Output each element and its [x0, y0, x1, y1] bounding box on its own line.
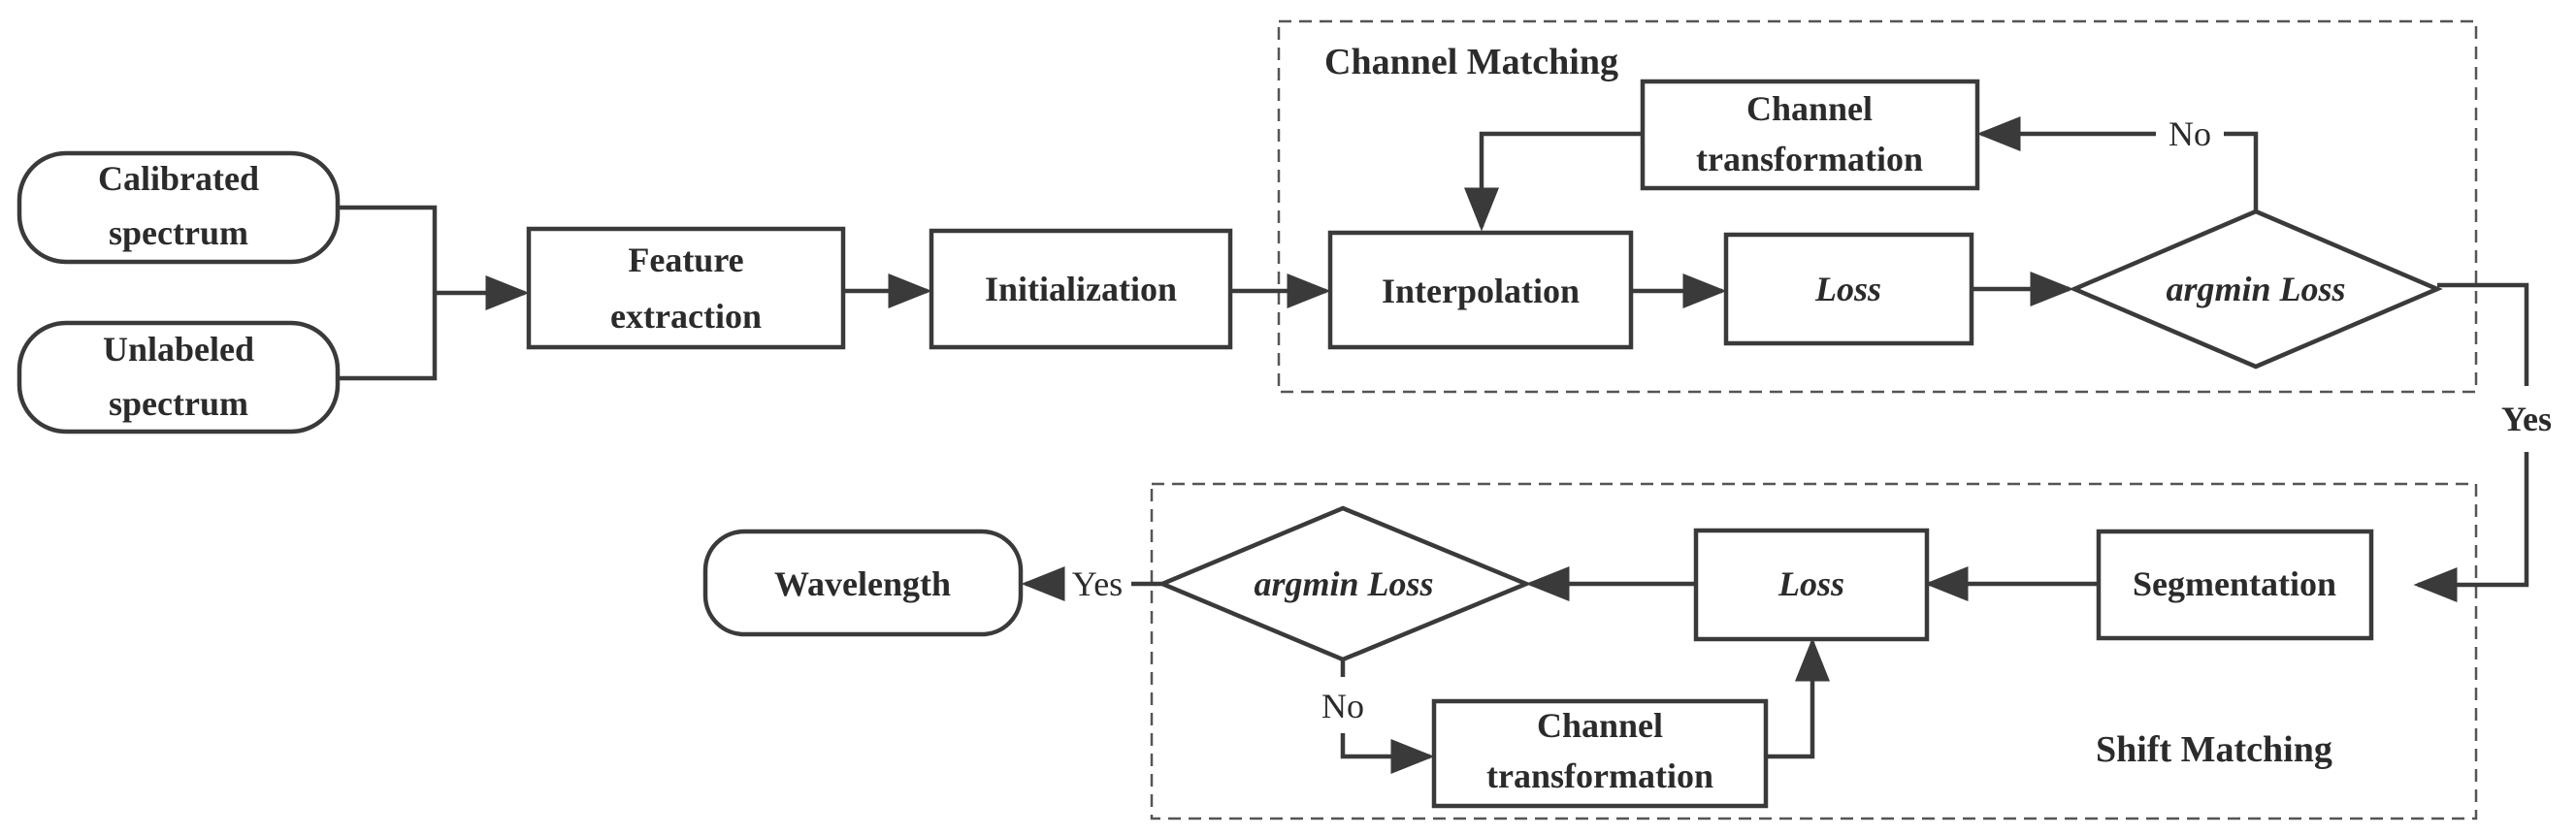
loss-node-bottom: Loss	[1693, 528, 1930, 642]
edge-yes-to-segmentation	[2413, 452, 2529, 602]
edge-channel-transformation-to-loss	[1766, 637, 1830, 759]
edge-argmin-no-to-channel-transformation	[2224, 131, 2259, 211]
edge-unlabeled-to-merge	[338, 293, 438, 381]
segmentation-text: Segmentation	[2133, 564, 2336, 603]
unlabeled-spectrum-line-2: spectrum	[109, 384, 248, 423]
edge-calibrated-to-merge	[338, 205, 438, 293]
loss-top-text: Loss	[1814, 270, 1881, 308]
channel-transformation-top-line-1: Channel	[1746, 89, 1873, 128]
channel-transformation-node-top: Channel transformation	[1640, 79, 1980, 191]
channel-transformation-node-bottom: Channel transformation	[1431, 698, 1769, 809]
channel-matching-label: Channel Matching	[1324, 42, 1618, 82]
edge-argmin-yes-to-segmentation	[2437, 282, 2529, 386]
channel-transformation-bottom-line-2: transformation	[1486, 756, 1713, 795]
channel-transformation-bottom-line-1: Channel	[1537, 706, 1663, 745]
wavelength-text: Wavelength	[774, 564, 951, 603]
channel-transformation-top-line-2: transformation	[1696, 140, 1923, 178]
segmentation-node: Segmentation	[2096, 529, 2374, 641]
initialization-node: Initialization	[929, 228, 1233, 350]
unlabeled-spectrum-line-1: Unlabeled	[103, 330, 254, 369]
channel-matching-group	[1277, 19, 2478, 394]
argmin-loss-decision-top: argmin Loss	[2069, 209, 2443, 370]
argmin-top-text: argmin Loss	[2166, 270, 2345, 308]
interpolation-text: Interpolation	[1382, 272, 1580, 310]
edge-channel-transformation-to-interpolation	[1464, 131, 1643, 232]
yes-label-right: Yes	[2501, 400, 2552, 438]
calibrated-spectrum-node: Calibrated spectrum	[16, 150, 341, 265]
no-label-bottom: No	[1321, 687, 1364, 725]
wavelength-node: Wavelength	[702, 529, 1024, 637]
feature-extraction-node: Feature extraction	[526, 226, 846, 350]
calibrated-spectrum-line-2: spectrum	[109, 213, 248, 252]
interpolation-node: Interpolation	[1327, 230, 1634, 350]
calibrated-spectrum-line-1: Calibrated	[98, 159, 259, 198]
loss-node-top: Loss	[1723, 232, 1974, 346]
no-label-top: No	[2168, 114, 2211, 153]
argmin-loss-decision-bottom: argmin Loss	[1157, 505, 1532, 662]
shift-matching-label: Shift Matching	[2096, 729, 2332, 770]
argmin-bottom-text: argmin Loss	[1254, 564, 1433, 603]
edge-no-to-channel-transformation-bottom	[1340, 733, 1435, 774]
unlabeled-spectrum-node: Unlabeled spectrum	[16, 320, 341, 434]
feature-extraction-line-1: Feature	[628, 241, 743, 279]
initialization-text: Initialization	[985, 270, 1177, 308]
loss-bottom-text: Loss	[1777, 564, 1844, 603]
shift-matching-group	[1150, 482, 2478, 820]
yes-label-left: Yes	[1072, 564, 1123, 603]
feature-extraction-line-2: extraction	[610, 297, 762, 336]
